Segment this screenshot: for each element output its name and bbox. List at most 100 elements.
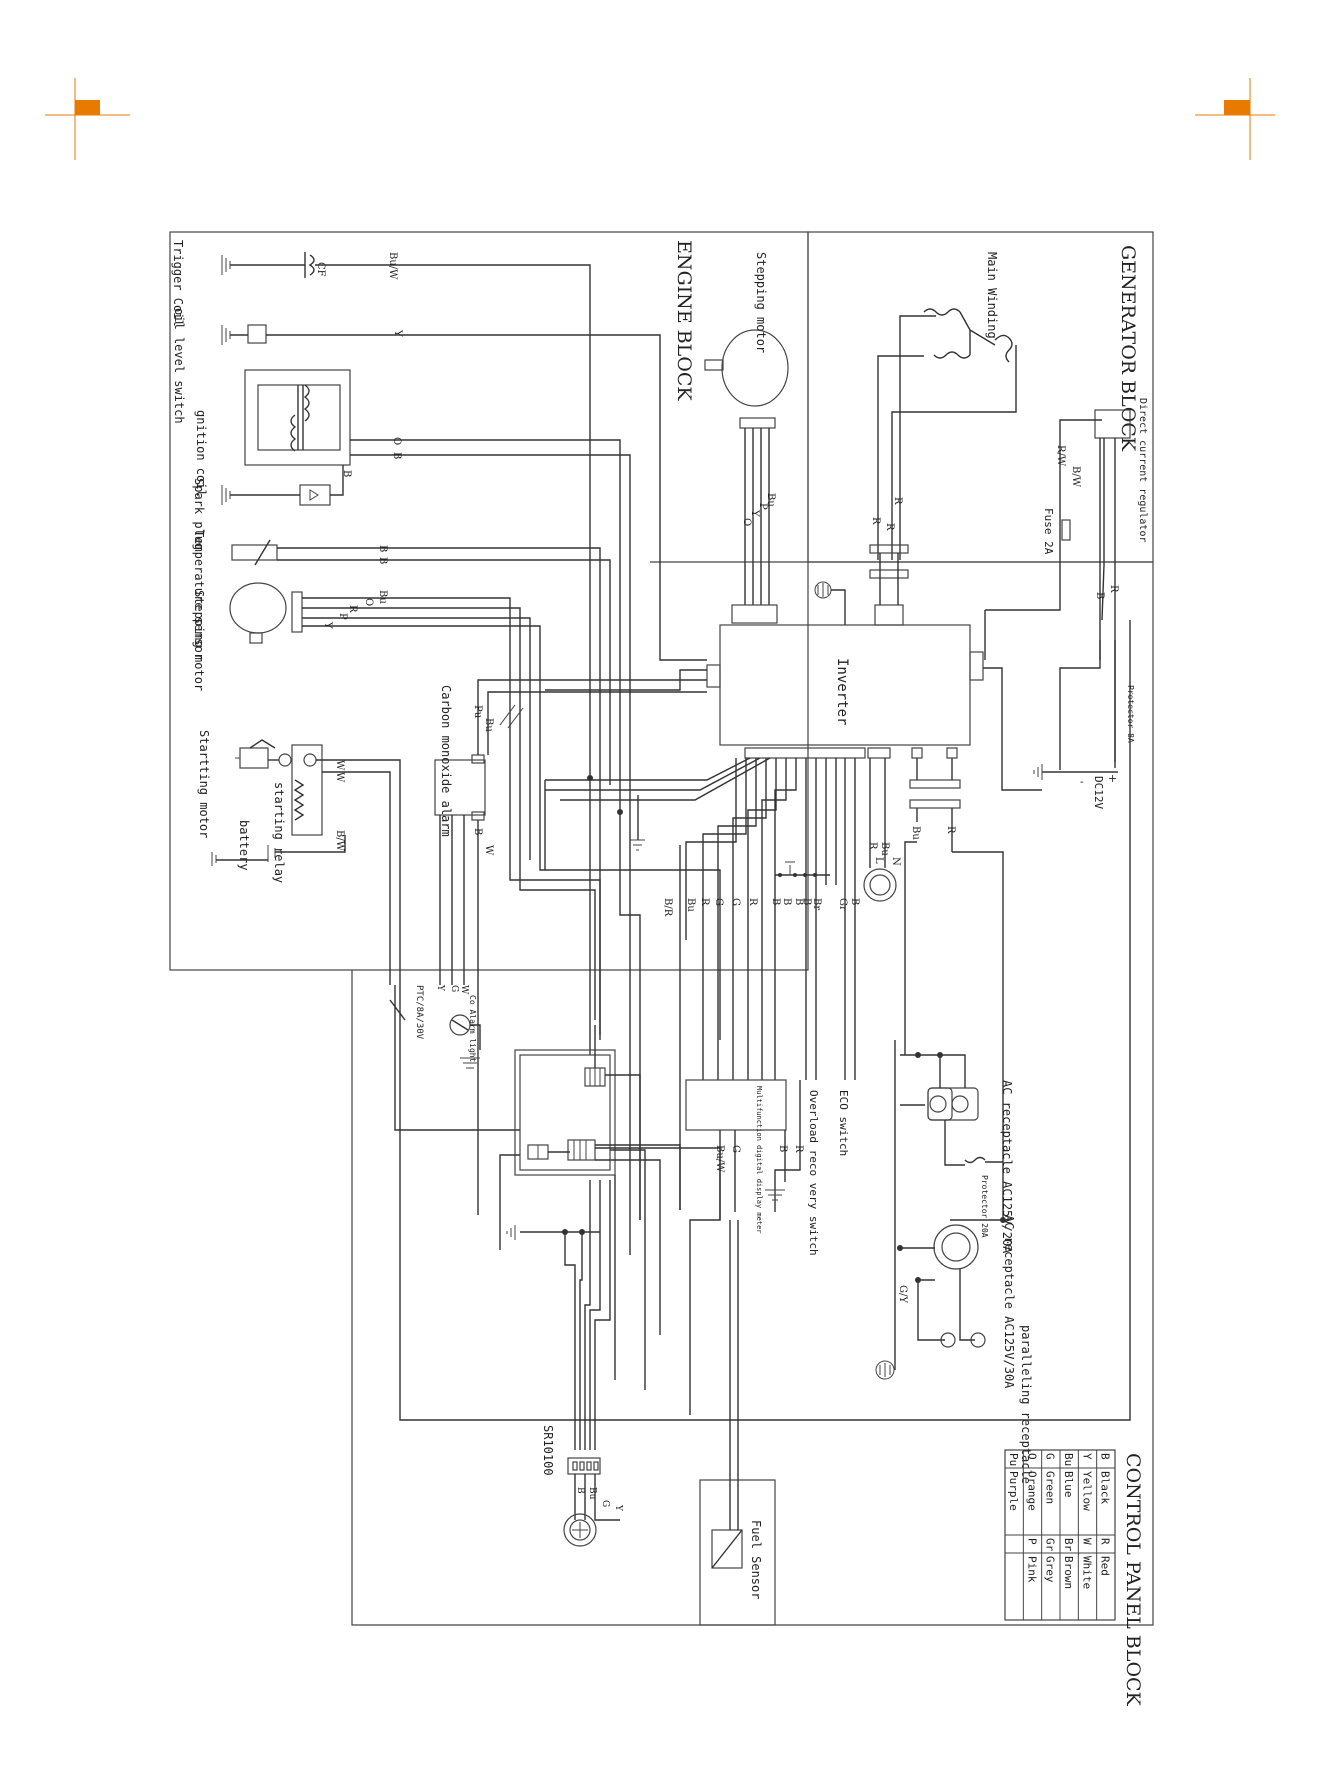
- corner-mark-right: [1195, 78, 1275, 160]
- paralleling-receptacle: paralleling receptacle: [940, 1325, 1033, 1484]
- svg-text:Bu: Bu: [587, 1487, 597, 1500]
- svg-text:Y: Y: [435, 984, 445, 992]
- legend-color-name: Blue: [1062, 1471, 1075, 1498]
- svg-text:Bu: Bu: [685, 898, 696, 912]
- svg-text:W: W: [334, 772, 345, 783]
- svg-text:Bu: Bu: [377, 590, 388, 604]
- svg-text:B: B: [377, 557, 388, 564]
- svg-text:B/R: B/R: [662, 898, 673, 917]
- legend-code: G: [1044, 1453, 1057, 1460]
- svg-text:Bu: Bu: [765, 493, 776, 507]
- ground-symbol: [814, 581, 832, 599]
- legend-color-name: Grey: [1044, 1556, 1057, 1583]
- ac-receptacle-30a-label: AC receptacle AC125V/30A: [1002, 1215, 1016, 1389]
- ignition-coil: gnition coil: [194, 369, 351, 497]
- starting-motor: Startting motor: [197, 730, 276, 838]
- sr10100-label: SR10100: [541, 1425, 555, 1476]
- svg-text:L: L: [873, 857, 884, 864]
- svg-text:R: R: [699, 898, 710, 906]
- svg-text:O: O: [363, 598, 374, 606]
- stepping-motor-top-label: Stepping motor: [754, 252, 768, 353]
- svg-text:W: W: [483, 845, 494, 856]
- svg-text:Bu: Bu: [879, 842, 890, 856]
- svg-text:G: G: [713, 898, 724, 906]
- svg-text:R: R: [884, 523, 895, 531]
- ac-receptacle-30a: AC receptacle AC125V/30A: [933, 1215, 1016, 1389]
- fuse: Fuse 2A: [1042, 508, 1071, 555]
- legend-code: Gr: [1044, 1538, 1057, 1552]
- legend-color-name: Green: [1044, 1471, 1057, 1504]
- svg-text:G/Y: G/Y: [897, 1285, 908, 1303]
- spark-plug-label: Spark plug: [192, 478, 206, 550]
- legend-code: Pu: [1007, 1453, 1020, 1466]
- cf-element: CF: [304, 252, 326, 278]
- svg-text:R/W: R/W: [1055, 445, 1066, 467]
- svg-text:B: B: [472, 828, 483, 835]
- oil-level-switch: oil level switch: [172, 308, 267, 424]
- svg-text:R: R: [1108, 585, 1119, 593]
- eco-switch-label: ECO switch: [837, 1090, 850, 1156]
- svg-text:R: R: [867, 842, 878, 850]
- trigger-coil-label: Trigger Coil: [171, 240, 185, 327]
- main-winding: Main Winding: [923, 252, 1013, 363]
- gy-ground: [875, 1360, 895, 1380]
- ac-receptacle-20a-label: AC receptacle AC125V/20A: [1000, 1080, 1014, 1254]
- svg-text:Y: Y: [322, 621, 333, 629]
- svg-text:B: B: [770, 898, 781, 905]
- ignition-coil-label: gnition coil: [194, 410, 208, 497]
- legend-color-name: Purple: [1007, 1471, 1020, 1511]
- legend-code: R: [1099, 1538, 1112, 1545]
- trigger-coil: Trigger Coil: [171, 240, 305, 327]
- inverter-signal-bundle: [685, 758, 856, 1080]
- svg-text:B/W: B/W: [334, 830, 345, 852]
- battery-label: battery: [237, 820, 251, 871]
- svg-text:Gr: Gr: [837, 898, 848, 911]
- svg-text:P: P: [757, 503, 768, 510]
- svg-text:Pu: Pu: [472, 705, 483, 719]
- multifunction-meter: Multifunction digital display meter: [685, 1079, 787, 1234]
- svg-text:O: O: [741, 518, 752, 526]
- svg-text:Y: Y: [749, 509, 760, 517]
- dc-regulator-label: Direct current regulator: [1137, 398, 1148, 543]
- svg-text:-: -: [1080, 775, 1084, 788]
- svg-text:B: B: [575, 1487, 585, 1494]
- paralleling-receptacle-label: paralleling receptacle: [1019, 1325, 1033, 1484]
- svg-text:B: B: [781, 898, 792, 905]
- svg-text:B: B: [1094, 592, 1105, 599]
- legend-color-name: White: [1080, 1556, 1093, 1589]
- svg-text:R: R: [747, 898, 758, 906]
- spark-plug: Spark plug: [192, 478, 331, 550]
- svg-text:B/W: B/W: [1070, 466, 1081, 488]
- svg-text:R: R: [793, 1145, 804, 1153]
- legend-code: P: [1025, 1538, 1038, 1545]
- svg-text:Bu: Bu: [910, 826, 921, 840]
- starting-relay-label: starting relay: [272, 782, 286, 883]
- ptc-label: PTC/8A/30V: [414, 985, 424, 1040]
- legend-color-name: Brown: [1062, 1556, 1075, 1589]
- svg-text:Y: Y: [613, 1504, 623, 1512]
- svg-text:B: B: [793, 898, 804, 905]
- dc12v-ground: [1033, 764, 1043, 780]
- legend-code: Y: [1080, 1453, 1093, 1460]
- oil-level-switch-label: oil level switch: [172, 308, 186, 424]
- svg-text:R: R: [945, 826, 956, 834]
- starting-relay: starting relay: [272, 744, 323, 883]
- corner-mark-left: [45, 78, 130, 160]
- generator-connector: [869, 544, 909, 626]
- svg-text:Bu/W: Bu/W: [387, 252, 398, 280]
- legend-code: Bu: [1062, 1453, 1075, 1466]
- svg-text:W: W: [334, 760, 345, 771]
- multifunction-meter-label: Multifunction digital display meter: [755, 1086, 763, 1234]
- svg-text:Bu: Bu: [483, 718, 494, 732]
- svg-text:N: N: [890, 857, 901, 866]
- dc-regulator: Direct current regulator: [1094, 398, 1148, 543]
- harness-ground: [506, 1225, 516, 1240]
- engine-block-title: ENGINE BLOCK: [673, 240, 695, 401]
- overload-switch-label: Overload reco very switch: [807, 1090, 820, 1256]
- fuel-sensor: Fuel Sensor: [699, 1479, 776, 1626]
- generator-block-frame: [807, 231, 1154, 563]
- legend-color-name: Black: [1099, 1471, 1112, 1504]
- ln-indicator: [863, 758, 897, 902]
